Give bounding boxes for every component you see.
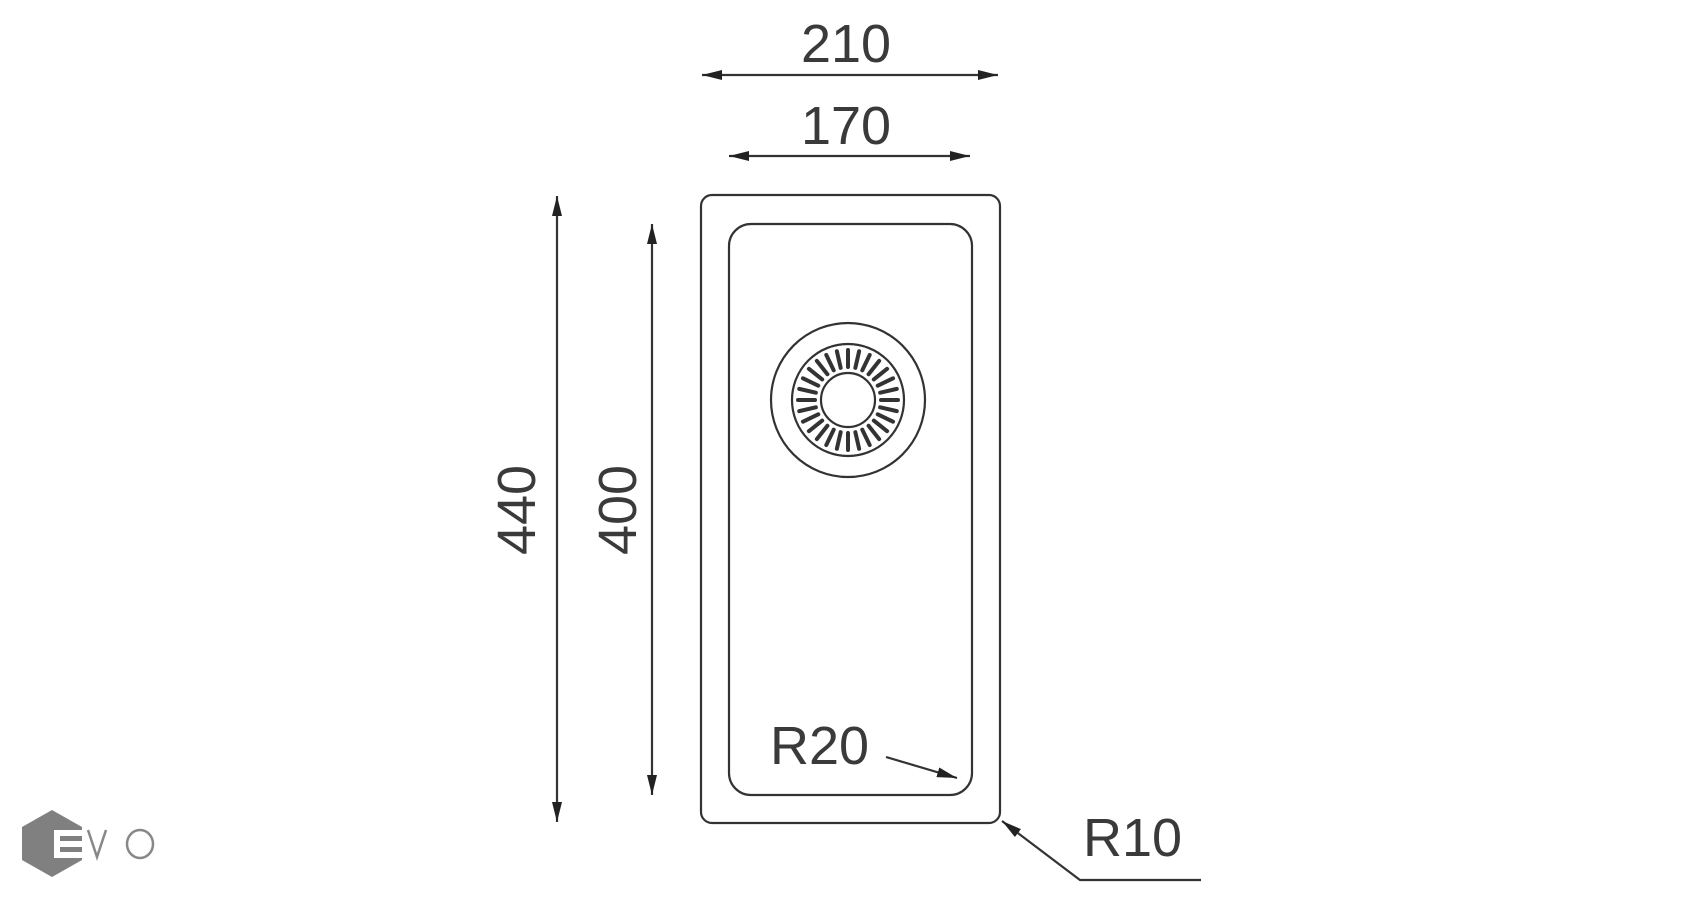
drain-slot <box>814 423 830 442</box>
sink-outer-outline <box>699 193 1002 825</box>
drain-slot <box>834 430 843 451</box>
drain-slot <box>806 418 825 434</box>
drain-slot <box>797 386 818 395</box>
outer-length-label: 440 <box>487 465 547 555</box>
drain-slot <box>797 405 818 414</box>
drain-slot <box>878 405 899 414</box>
outer-width-label: 210 <box>801 14 891 74</box>
drain-slot <box>878 386 899 395</box>
drain-slot <box>875 412 896 424</box>
drain-icon <box>769 321 927 479</box>
drain-slot <box>871 418 890 434</box>
drain-slot <box>800 412 821 424</box>
outer-radius-leader <box>1001 820 1201 882</box>
drain-slot <box>853 430 862 451</box>
drain-slot <box>871 366 890 382</box>
drain-slot <box>814 358 830 377</box>
inner-width-label: 170 <box>801 96 891 156</box>
sink-bowl-outline <box>727 222 974 797</box>
drain-slot <box>824 352 836 373</box>
drain-slot <box>806 366 825 382</box>
drain-slot <box>834 349 843 370</box>
inner-length-label: 400 <box>588 465 648 555</box>
drain-slot <box>860 352 872 373</box>
drain-slot <box>866 358 882 377</box>
drain-slot <box>866 423 882 442</box>
outer-radius-label: R10 <box>1083 808 1182 868</box>
evo-logo <box>22 810 155 877</box>
inner-radius-arrow <box>885 755 958 780</box>
drain-slot <box>824 427 836 448</box>
inner-radius-label: R20 <box>770 716 869 776</box>
drain-slot <box>875 376 896 388</box>
drain-slot <box>860 427 872 448</box>
drain-slot <box>853 349 862 370</box>
drain-slot <box>800 376 821 388</box>
